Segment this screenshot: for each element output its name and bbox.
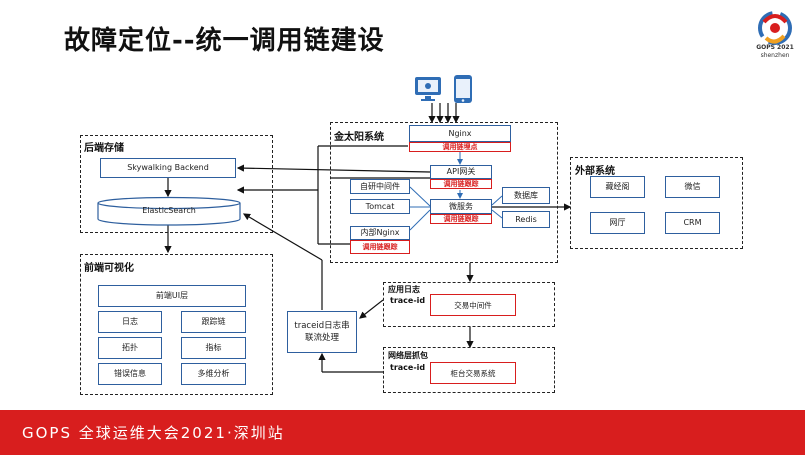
log-box: 日志 xyxy=(98,311,162,333)
network-capture-trace-id: trace-id xyxy=(390,363,426,372)
cangjingge-box: 藏经阁 xyxy=(590,176,645,198)
logo-text-line2: shenzhen xyxy=(760,52,790,59)
self-dev-middleware-box: 自研中间件 xyxy=(350,179,410,194)
crm-box: CRM xyxy=(665,212,720,234)
trace-chain-box: 跟踪链 xyxy=(181,311,246,333)
inner-nginx-box: 内部Nginx xyxy=(350,226,410,240)
logo-text-line1: GOPS 2021 xyxy=(756,44,794,51)
nginx-trace-tag: 调用链埋点 xyxy=(409,142,511,152)
topology-box: 拓扑 xyxy=(98,337,162,359)
gops-logo-icon xyxy=(758,11,792,45)
database-box: 数据库 xyxy=(502,187,550,204)
trade-middleware-box: 交易中间件 xyxy=(430,294,516,316)
footer-text: GOPS 全球运维大会2021·深圳站 xyxy=(22,424,285,442)
elasticsearch-label: ElasticSearch xyxy=(142,206,196,215)
tomcat-box: Tomcat xyxy=(350,199,410,214)
footer-bar: GOPS 全球运维大会2021·深圳站 xyxy=(0,410,805,455)
online-hall-box: 网厅 xyxy=(590,212,645,234)
page-title: 故障定位--统一调用链建设 xyxy=(64,26,385,56)
external-group-title: 外部系统 xyxy=(575,166,615,177)
storage-group xyxy=(80,135,273,233)
traceid-stream-processing-box: traceid日志串联流处理 xyxy=(287,311,357,353)
counter-trading-system-box: 柜台交易系统 xyxy=(430,362,516,384)
nginx-box: Nginx xyxy=(409,125,511,142)
frontend-group-title: 前端可视化 xyxy=(84,263,134,274)
jintaiyang-group-title: 金太阳系统 xyxy=(334,132,384,143)
multi-analysis-box: 多维分析 xyxy=(181,363,246,385)
metrics-box: 指标 xyxy=(181,337,246,359)
jintaiyang-group xyxy=(330,122,558,263)
frontend-ui-box: 前端UI层 xyxy=(98,285,246,307)
app-log-group xyxy=(383,282,555,327)
monitor-icon xyxy=(415,77,441,101)
external-group xyxy=(570,157,743,249)
wechat-box: 微信 xyxy=(665,176,720,198)
phone-icon xyxy=(454,75,472,103)
elasticsearch-db-icon xyxy=(97,196,241,226)
frontend-group xyxy=(80,254,273,395)
network-capture-group xyxy=(383,347,555,393)
inner-nginx-trace-tag: 调用链跟踪 xyxy=(350,240,410,254)
app-log-trace-id: trace-id xyxy=(390,296,426,305)
app-log-title: 应用日志 xyxy=(388,285,420,294)
storage-group-title: 后端存储 xyxy=(84,143,124,154)
skywalking-backend-box: Skywalking Backend xyxy=(100,158,236,178)
api-gateway-box: API网关 xyxy=(430,165,492,179)
network-capture-title: 网络层抓包 xyxy=(388,351,428,360)
redis-box: Redis xyxy=(502,211,550,228)
microservice-box: 微服务 xyxy=(430,199,492,214)
error-info-box: 错误信息 xyxy=(98,363,162,385)
micro-trace-tag: 调用链跟踪 xyxy=(430,214,492,224)
gateway-trace-tag: 调用链跟踪 xyxy=(430,179,492,189)
